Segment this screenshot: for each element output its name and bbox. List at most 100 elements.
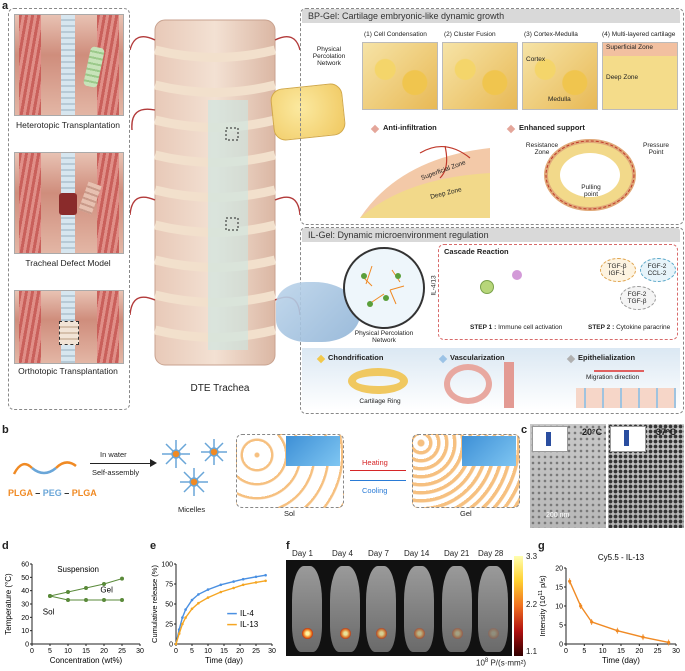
temp-37c-label: 37°C bbox=[656, 427, 677, 437]
peg: PEG bbox=[42, 488, 62, 498]
x-tick-label: 5 bbox=[582, 648, 586, 655]
data-point bbox=[66, 598, 70, 602]
y-tick-label: 20 bbox=[21, 615, 29, 622]
scale-min: 1.1 bbox=[526, 647, 538, 656]
x-tick-label: 0 bbox=[564, 648, 568, 655]
gel-label: Gel bbox=[460, 509, 472, 518]
step1-title: STEP 1 : bbox=[470, 324, 497, 331]
data-point bbox=[48, 594, 52, 598]
legend-label: IL-13 bbox=[240, 620, 259, 629]
epithelialization-label: Epithelialization bbox=[578, 353, 636, 362]
data-point bbox=[84, 598, 88, 602]
micelles-illustration bbox=[162, 439, 227, 496]
mouse-day-6 bbox=[478, 566, 508, 652]
anti-infiltration-label: Anti-infiltration bbox=[383, 123, 437, 132]
signal-day-2 bbox=[340, 628, 351, 639]
caption-heterotopic: Heterotopic Transplantation bbox=[16, 120, 120, 130]
factor-2 bbox=[640, 258, 676, 282]
day-14: Day 14 bbox=[404, 549, 430, 558]
data-point bbox=[241, 577, 245, 581]
mouse-day-2 bbox=[330, 566, 360, 652]
orthotopic-image bbox=[14, 290, 124, 364]
data-point bbox=[264, 579, 267, 583]
scale-unit-rest: P/(s·mm²) bbox=[488, 658, 527, 668]
tem-20c-inset bbox=[532, 426, 568, 452]
signal-day-3 bbox=[376, 628, 387, 639]
assembly-arrow bbox=[90, 463, 152, 464]
data-point bbox=[66, 590, 70, 594]
cartilage-ring bbox=[348, 368, 408, 394]
day-1: Day 1 bbox=[292, 549, 313, 558]
y-tick-label: 20 bbox=[555, 566, 563, 573]
y-tick-label: 15 bbox=[555, 585, 563, 592]
bp-gel-box bbox=[300, 8, 684, 225]
annotation-gel: Gel bbox=[100, 586, 113, 595]
bp-side-label: Physical Percolation Network bbox=[312, 46, 346, 67]
data-point bbox=[120, 598, 124, 602]
y-tick-label: 60 bbox=[21, 562, 29, 569]
resistance-zone-label: Resistance Zone bbox=[525, 142, 559, 156]
annotation-sol: Sol bbox=[43, 608, 55, 617]
data-point bbox=[264, 573, 267, 577]
factor-2-label: FGF-2 CCL-2 bbox=[647, 263, 667, 277]
heterotopic-image bbox=[14, 14, 124, 116]
series-line bbox=[569, 581, 669, 644]
il-network-label: Physical Percolation Network bbox=[354, 330, 414, 344]
intensity-colorbar bbox=[514, 556, 523, 656]
polymer-chain bbox=[12, 461, 77, 475]
data-point bbox=[84, 586, 88, 590]
panel-a-label: a bbox=[2, 0, 9, 12]
scale-bar-label: 200 nm bbox=[546, 512, 570, 519]
y-axis-title: Cumulative release (%) bbox=[150, 565, 159, 643]
il-tag-label: IL-4/13 bbox=[430, 275, 438, 296]
y-axis-title: Temperature (°C) bbox=[4, 573, 13, 635]
data-point bbox=[181, 622, 184, 626]
bp-step-1-image bbox=[362, 42, 438, 110]
cortex-label: Cortex bbox=[526, 56, 546, 63]
data-point bbox=[219, 583, 223, 587]
step2-label: STEP 2 : Cytokine paracrine bbox=[588, 324, 670, 331]
panel-f-label: f bbox=[286, 540, 290, 552]
defect-image bbox=[14, 152, 124, 254]
day-7: Day 7 bbox=[368, 549, 389, 558]
data-point bbox=[102, 582, 106, 586]
x-axis-title: Time (day) bbox=[205, 656, 243, 665]
x-tick-label: 20 bbox=[635, 648, 643, 655]
factor-3-label: FGF-2 TGF-β bbox=[627, 291, 647, 305]
series-line-1 bbox=[175, 580, 266, 645]
scale-mid: 2.2 bbox=[526, 600, 538, 609]
anti-infiltration-illustration bbox=[360, 145, 490, 218]
x-tick-label: 25 bbox=[118, 648, 126, 655]
chart-title: Cy5.5 - IL-13 bbox=[598, 553, 645, 562]
y-axis-title-rest: p/s) bbox=[538, 575, 547, 590]
scale-max: 3.3 bbox=[526, 552, 538, 561]
signal-day-5 bbox=[452, 628, 463, 639]
caption-dte-trachea: DTE Trachea bbox=[190, 383, 250, 394]
bp-step-1: (1) Cell Condensation bbox=[364, 31, 427, 38]
data-point bbox=[206, 588, 210, 591]
factor-3 bbox=[620, 286, 656, 310]
x-tick-label: 5 bbox=[190, 648, 194, 655]
chondrification-label: Chondrification bbox=[328, 353, 384, 362]
x-tick-label: 0 bbox=[174, 648, 178, 655]
gel-vial-photo bbox=[462, 436, 516, 466]
data-point bbox=[174, 642, 178, 646]
migration-arrow bbox=[594, 370, 644, 372]
cooling-arrow bbox=[350, 480, 406, 481]
data-point bbox=[254, 581, 258, 584]
cascade-box bbox=[438, 244, 678, 340]
il-gel-header: IL-Gel: Dynamic microenvironment regulat… bbox=[302, 228, 680, 242]
day-28: Day 28 bbox=[478, 549, 504, 558]
data-point bbox=[190, 598, 194, 602]
micelles-label: Micelles bbox=[178, 505, 206, 514]
y-tick-label: 100 bbox=[161, 562, 173, 569]
tem-20c-inset-peak bbox=[546, 432, 551, 446]
y-tick-label: 5 bbox=[559, 623, 563, 630]
heating-arrow bbox=[350, 470, 406, 471]
ring-support-illustration bbox=[544, 139, 636, 211]
mouse-day-5 bbox=[442, 566, 472, 652]
data-point bbox=[190, 607, 194, 611]
epithelial-cells bbox=[576, 388, 676, 408]
y-tick-label: 10 bbox=[555, 604, 563, 611]
